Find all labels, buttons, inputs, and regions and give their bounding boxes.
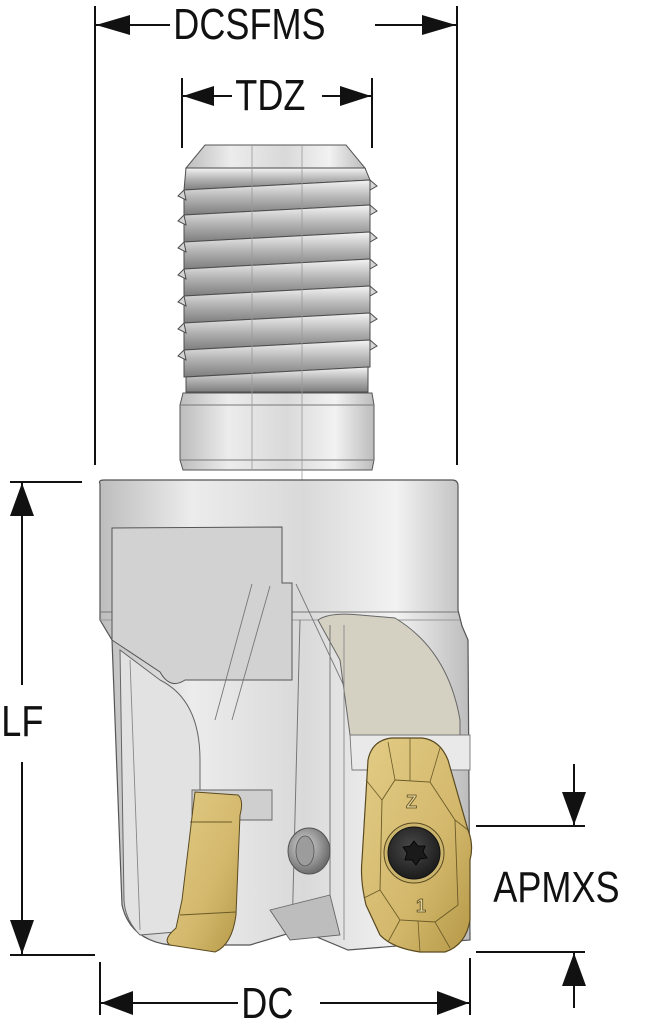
- dimension-label-tdz: TDZ: [232, 74, 309, 118]
- insert-left: [166, 791, 243, 953]
- insert-marking-z: Z: [406, 792, 417, 812]
- insert-marking-1: 1: [416, 896, 426, 916]
- dimension-label-apmxs: APMXS: [490, 866, 623, 910]
- torx-screw-icon: [383, 822, 445, 884]
- coolant-hole: [287, 827, 331, 875]
- dimension-label-dcsfms: DCSFMS: [170, 3, 329, 47]
- insert-right: Z 1: [360, 737, 473, 953]
- dimension-label-dc: DC: [238, 982, 297, 1026]
- threaded-shank: [177, 144, 378, 580]
- dimension-label-lf: LF: [0, 700, 47, 744]
- dimension-lines: [10, 6, 586, 1015]
